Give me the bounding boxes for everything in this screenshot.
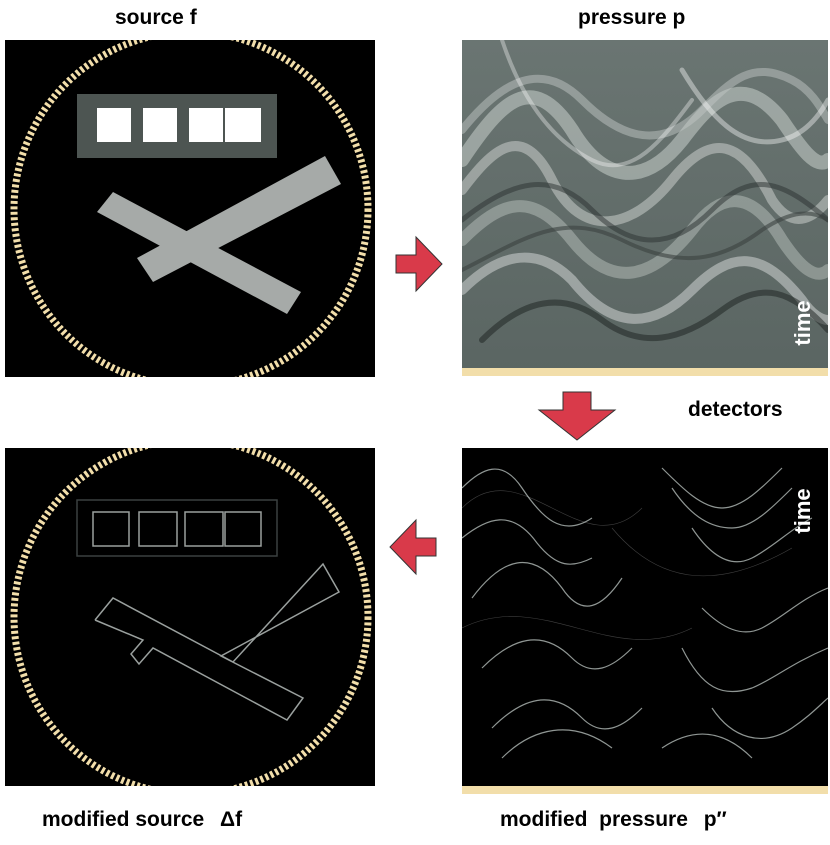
detector-strip xyxy=(462,368,828,376)
source-image xyxy=(5,40,375,377)
p-double-prime-symbol: p′′ xyxy=(703,808,727,831)
bar-square xyxy=(97,108,131,142)
bar-square xyxy=(225,108,261,142)
pressure-sinogram: time xyxy=(462,40,828,376)
bar-square xyxy=(189,108,223,142)
cross-bar-2 xyxy=(137,156,341,282)
bar-square-edge xyxy=(184,511,224,547)
modified-source-image xyxy=(5,448,375,786)
bar-square-edge xyxy=(224,511,262,547)
bar-box-outline xyxy=(76,499,278,557)
arrow-down xyxy=(537,390,617,442)
arrow-left xyxy=(388,518,438,576)
modified-pressure-text: modified pressure xyxy=(500,808,688,831)
time-axis-label: time xyxy=(790,300,815,346)
modified-pressure-label: modified pressure p′′ xyxy=(500,808,727,832)
modified-pressure-sinogram: time xyxy=(462,448,828,794)
cross-outline xyxy=(94,562,341,721)
detector-ring xyxy=(10,40,372,377)
arrow-right xyxy=(394,235,444,293)
source-f-label: source f xyxy=(115,6,197,29)
detectors-label: detectors xyxy=(688,398,783,421)
detector-strip xyxy=(462,786,828,794)
delta-f-symbol: Δf xyxy=(220,808,243,831)
bar-square xyxy=(143,108,177,142)
bar-square-edge xyxy=(92,511,130,547)
pressure-p-label: pressure p xyxy=(578,6,686,29)
modified-source-text: modified source xyxy=(42,808,205,831)
detector-ring xyxy=(10,448,372,786)
time-axis-label-bottom: time xyxy=(790,488,815,534)
modified-source-label: modified source Δf xyxy=(42,808,242,832)
bar-square-edge xyxy=(138,511,178,547)
